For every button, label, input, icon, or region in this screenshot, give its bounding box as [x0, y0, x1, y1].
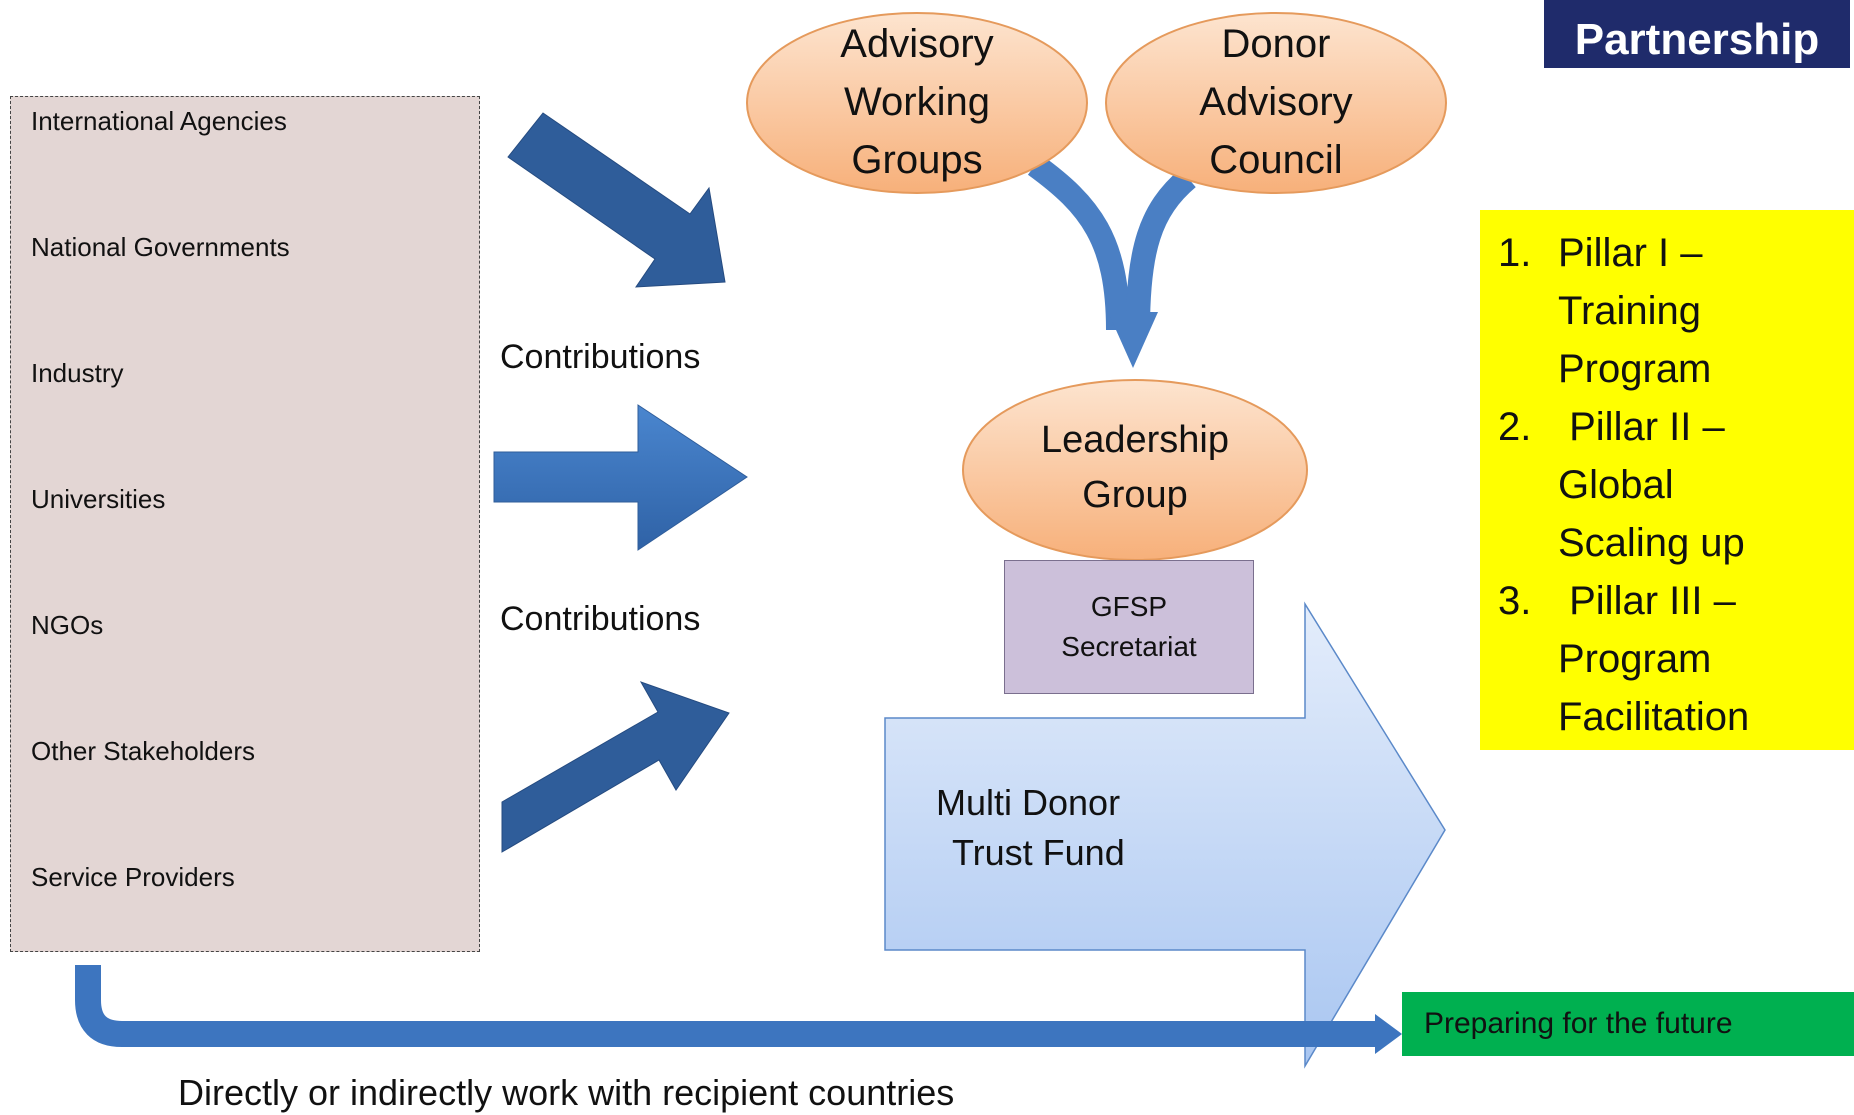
pillar-line: Pillar III –: [1558, 579, 1736, 623]
pillar-item: 1. Pillar I – Training Program: [1498, 224, 1711, 398]
gfsp-secretariat-box: GFSP Secretariat: [1004, 560, 1254, 694]
secretariat-line: Secretariat: [1061, 631, 1197, 662]
leadership-group-label: Leadership Group: [985, 413, 1285, 523]
advisory-working-groups-line: Working: [844, 80, 990, 124]
bottom-flow-arrowhead: [1375, 1014, 1402, 1054]
advisory-merge-right-curve: [1126, 168, 1196, 331]
pillar-line: Facilitation: [1558, 695, 1750, 739]
advisory-working-groups-oval: [746, 12, 1088, 194]
stakeholder-item: Industry: [31, 358, 124, 388]
leadership-group-line: Group: [1082, 474, 1188, 516]
advisory-working-groups-line: Groups: [851, 138, 983, 182]
trust-fund-arrow: [884, 601, 1446, 1069]
preparing-future-box: Preparing for the future: [1402, 992, 1854, 1056]
logo-text: Partnership: [1574, 15, 1820, 64]
secretariat-line: GFSP: [1090, 591, 1168, 622]
donor-advisory-council-oval: [1105, 12, 1447, 194]
stakeholders-box: International Agencies National Governme…: [10, 96, 480, 952]
middle-horizontal-arrow: [493, 404, 748, 551]
pillars-box: 1. Pillar I – Training Program 2. Pillar …: [1480, 210, 1854, 750]
contributions-label: Contributions: [500, 600, 701, 638]
pillar-number: 3.: [1498, 579, 1532, 623]
stakeholder-item: National Governments: [31, 232, 290, 262]
advisory-merge-left-curve: [1027, 155, 1130, 331]
pillar-line: Scaling up: [1558, 521, 1745, 565]
trust-fund-label: Multi Donor Trust Fund: [936, 778, 1125, 878]
pillar-line: Pillar I –: [1558, 231, 1703, 275]
donor-advisory-council-line: Donor: [1221, 22, 1331, 66]
advisory-working-groups-label: Advisory Working Groups: [767, 15, 1067, 189]
pillar-line: Training: [1558, 289, 1702, 333]
stakeholder-item: Other Stakeholders: [31, 736, 256, 766]
partnership-logo: Partnership: [1544, 0, 1850, 68]
donor-advisory-council-line: Advisory: [1199, 80, 1353, 124]
stakeholder-item: Universities: [31, 484, 166, 514]
stakeholder-item: International Agencies: [31, 106, 287, 136]
stakeholder-item: NGOs: [31, 610, 104, 640]
pillar-line: Program: [1558, 347, 1712, 391]
preparing-future-label: Preparing for the future: [1424, 1007, 1733, 1040]
upper-diagonal-arrow: [507, 112, 726, 288]
stakeholder-item: Service Providers: [31, 862, 235, 892]
bottom-flow-arrow: [75, 965, 1382, 1047]
pillar-number: 2.: [1498, 405, 1532, 449]
contributions-label: Contributions: [500, 338, 701, 376]
pillar-line: Program: [1558, 637, 1712, 681]
pillar-number: 1.: [1498, 231, 1532, 275]
trust-fund-line: Multi Donor: [936, 782, 1121, 823]
pillar-line: Pillar II –: [1558, 405, 1725, 449]
donor-advisory-council-label: Donor Advisory Council: [1126, 15, 1426, 189]
advisory-merge-arrowhead: [1108, 312, 1158, 368]
pillar-line: Global: [1558, 463, 1674, 507]
pillar-item: 2. Pillar II – Global Scaling up: [1498, 398, 1745, 572]
donor-advisory-council-line: Council: [1209, 138, 1343, 182]
pillar-item: 3. Pillar III – Program Facilitation: [1498, 572, 1749, 746]
lower-diagonal-arrow: [501, 681, 730, 853]
leadership-group-line: Leadership: [1040, 419, 1230, 461]
trust-fund-line: Trust Fund: [952, 832, 1125, 873]
advisory-working-groups-line: Advisory: [840, 22, 994, 66]
footer-caption: Directly or indirectly work with recipie…: [178, 1072, 955, 1113]
